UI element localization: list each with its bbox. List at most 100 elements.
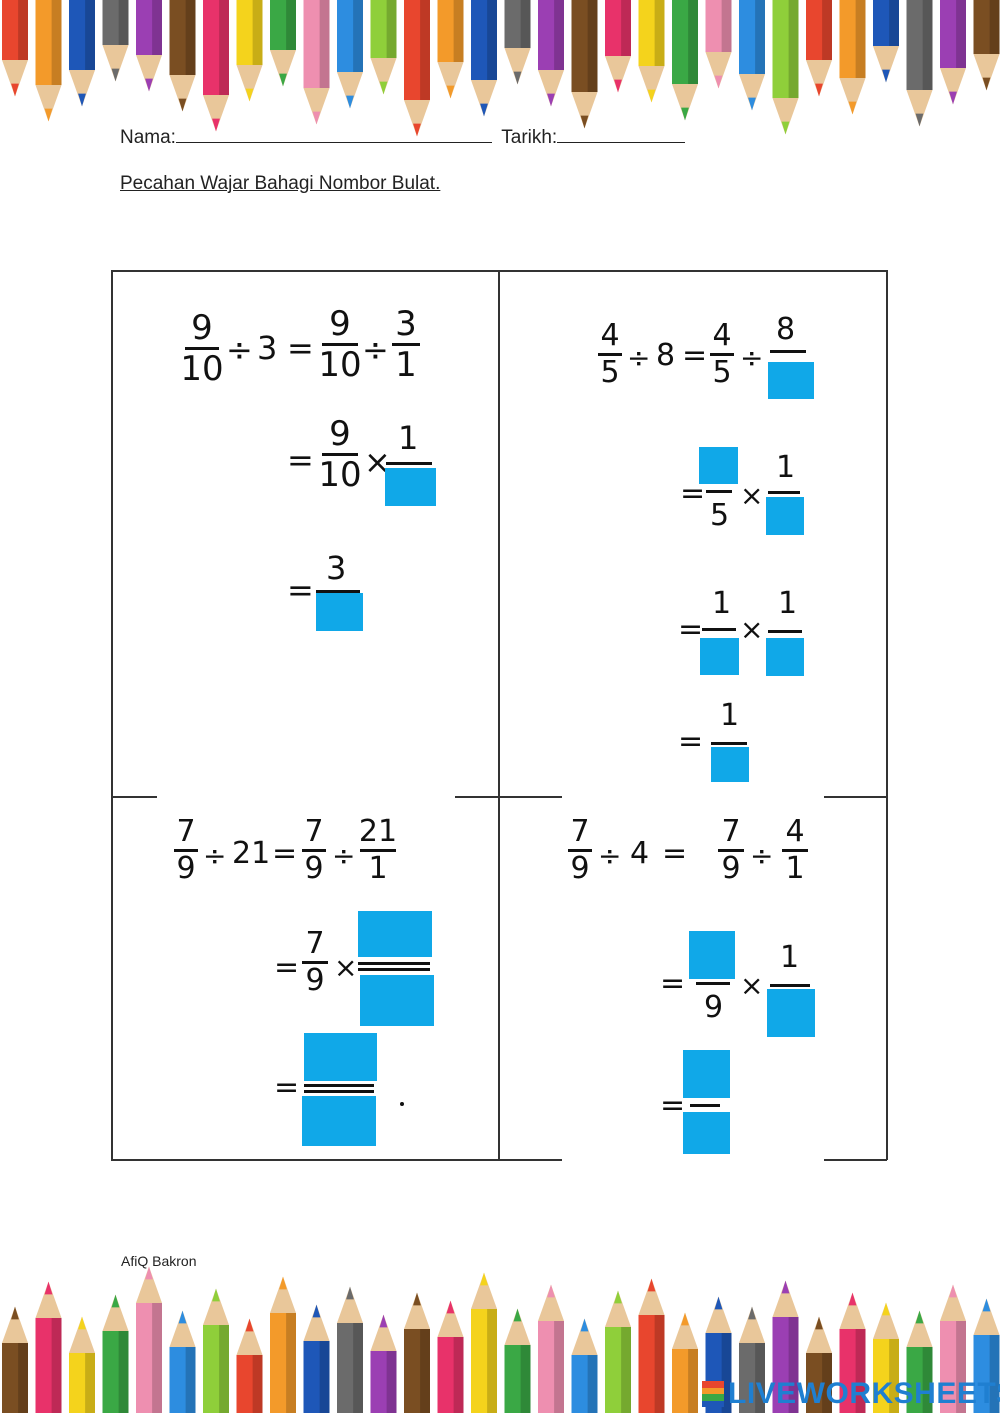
p2-answer-box-1[interactable] (768, 362, 814, 399)
p4-equals: = (662, 836, 688, 871)
p3-answer-box-4[interactable] (302, 1096, 376, 1146)
pencil-icon (69, 0, 95, 107)
pencil-icon (906, 0, 933, 127)
p3-l3-equals: = (274, 1070, 300, 1105)
p3-answer-box-2[interactable] (360, 975, 434, 1026)
pencil-icon (571, 1318, 598, 1413)
pencil-icon (504, 0, 531, 85)
p1-l2-equals: = (287, 441, 314, 479)
grid-middle (498, 270, 500, 1160)
pencil-icon (940, 0, 966, 105)
p3-answer-box-1[interactable] (358, 911, 432, 957)
grid-right (886, 270, 888, 1160)
p2-l3-times: × (740, 613, 764, 646)
p4-divide: ÷ (598, 839, 622, 872)
pencil-icon (806, 0, 832, 97)
p3-divide-2: ÷ (332, 839, 356, 872)
pencil-icon (35, 0, 62, 122)
p2-l2-bar-a (706, 490, 732, 493)
p3-l3-bar (304, 1084, 374, 1087)
p2-l4-bar (711, 742, 747, 745)
pencil-icon (404, 1292, 430, 1413)
date-blank[interactable] (557, 124, 686, 143)
p1-equals: = (287, 329, 314, 367)
p1-l3-num: 3 (326, 549, 347, 587)
p1-divide-2: ÷ (362, 331, 389, 369)
pencil-icon (136, 1266, 162, 1413)
p4-l2-den: 9 (704, 990, 724, 1025)
pencil-icon (35, 1281, 62, 1413)
grid-bottom-left (111, 1159, 562, 1161)
p3-l3-bar2 (304, 1090, 374, 1093)
pencil-icon (739, 1306, 765, 1413)
pencil-icon (638, 0, 665, 103)
p4-divide-2: ÷ (750, 839, 774, 872)
grid-left (111, 270, 113, 1160)
p2-answer-box-6[interactable] (711, 747, 749, 782)
p2-answer-box-2[interactable] (699, 447, 738, 484)
pencil-icon (672, 0, 698, 121)
liveworksheets-badge-icon (702, 1381, 724, 1407)
name-blank[interactable] (175, 124, 492, 143)
p3-equals: = (272, 836, 298, 871)
p2-l3-bar-a (702, 628, 736, 631)
pencil-icon (2, 0, 28, 97)
p4-l2-equals: = (660, 966, 686, 1001)
pencil-icon (169, 1310, 196, 1413)
p4-answer-box-4[interactable] (683, 1112, 730, 1154)
p2-l3-num-a: 1 (712, 586, 732, 621)
p2-answer-box-4[interactable] (700, 638, 739, 675)
p1-l3-equals: = (287, 571, 314, 609)
p3-answer-box-3[interactable] (304, 1033, 377, 1081)
p4-answer-box-1[interactable] (689, 931, 735, 979)
p4-answer-box-2[interactable] (767, 989, 815, 1037)
p2-equals: = (682, 338, 708, 373)
p3-divide: ÷ (203, 839, 227, 872)
worksheet-title: Pecahan Wajar Bahagi Nombor Bulat. (120, 173, 441, 194)
pencil-icon (169, 0, 196, 112)
pencil-icon (370, 0, 397, 95)
p4-answer-box-3[interactable] (683, 1050, 730, 1098)
pencil-icon (102, 0, 129, 82)
pencil-icon (873, 1302, 899, 1413)
p2-divide: ÷ (627, 341, 651, 374)
pencil-icon (203, 0, 229, 132)
name-label: Nama: (120, 127, 176, 148)
pencil-icon (772, 1280, 799, 1413)
p2-whole: 8 (656, 338, 676, 373)
p2-c-num: 8 (776, 312, 796, 347)
pencil-icon (203, 1288, 229, 1413)
p1-l2-num: 1 (398, 419, 419, 457)
pencil-icon (705, 0, 732, 89)
p2-answer-box-3[interactable] (766, 497, 804, 535)
p4-l2-times: × (740, 969, 764, 1002)
pencil-icon (69, 1316, 95, 1413)
pencil-icon (236, 1318, 263, 1413)
pencil-icon (739, 0, 765, 111)
p1-answer-box-2[interactable] (316, 593, 363, 631)
p2-divide-2: ÷ (740, 341, 764, 374)
p2-l3-bar-b (768, 630, 802, 633)
pencil-icon (2, 1306, 28, 1413)
p3-l2-bar2 (358, 968, 430, 971)
p1-answer-box-1[interactable] (385, 468, 436, 506)
pencil-icon (504, 1308, 531, 1413)
pencil-icon (940, 1284, 966, 1413)
pencil-icon (337, 0, 363, 109)
p4-l3-equals: = (660, 1088, 686, 1123)
pencil-icon (839, 0, 866, 115)
p3-dot (400, 1102, 404, 1106)
p2-l4-equals: = (678, 724, 704, 759)
pencil-icon (471, 0, 497, 117)
p2-l4-num: 1 (720, 698, 740, 733)
p2-answer-box-5[interactable] (766, 638, 804, 676)
pencil-icon (437, 0, 464, 99)
pencil-icon (303, 1304, 330, 1413)
